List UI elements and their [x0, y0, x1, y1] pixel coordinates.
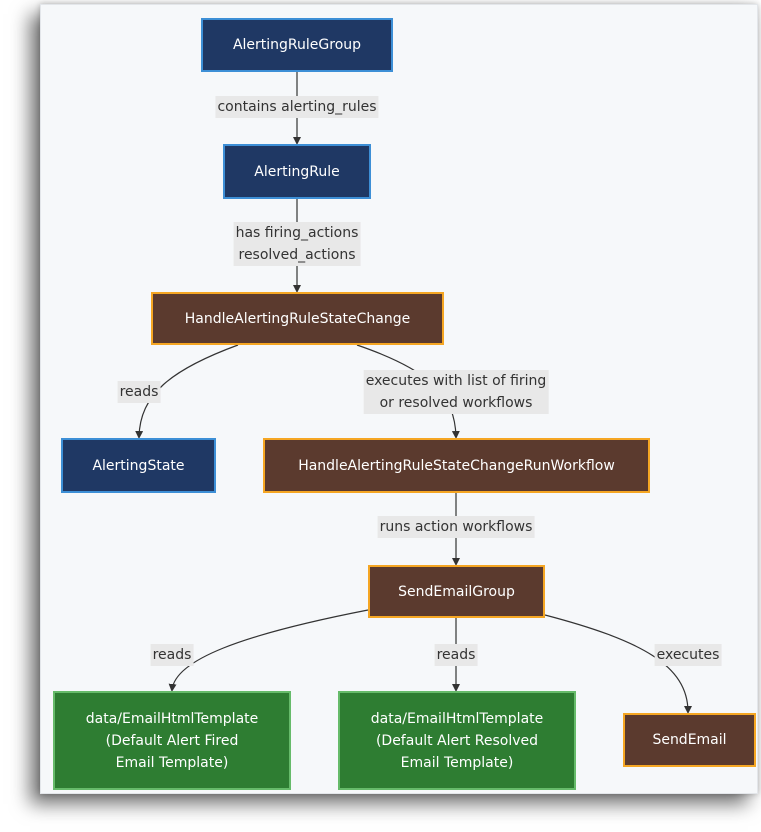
edge-label-executes-list: executes with list of firing or resolved…	[363, 370, 549, 414]
edge-label-contains: contains alerting_rules	[215, 96, 379, 118]
edge-label-reads-fired: reads	[150, 644, 194, 666]
node-template-fired: data/EmailHtmlTemplate (Default Alert Fi…	[53, 691, 291, 790]
edge-label-executes-send: executes	[654, 644, 722, 666]
node-handle-alerting-rule-state-change: HandleAlertingRuleStateChange	[151, 292, 444, 345]
edge-sendgroup-to-sendemail	[544, 614, 692, 714]
edge-handler-to-state	[135, 344, 239, 439]
node-template-resolved: data/EmailHtmlTemplate (Default Alert Re…	[338, 691, 576, 790]
edge-label-runs-workflows: runs action workflows	[377, 516, 535, 538]
node-handle-run-workflow: HandleAlertingRuleStateChangeRunWorkflow	[263, 438, 650, 493]
node-alerting-state: AlertingState	[61, 438, 216, 493]
edge-label-reads-resolved: reads	[434, 644, 478, 666]
node-alerting-rule-group: AlertingRuleGroup	[201, 18, 393, 72]
node-send-email: SendEmail	[623, 713, 756, 767]
edge-label-reads-state: reads	[117, 381, 161, 403]
edge-label-has-actions: has firing_actions resolved_actions	[233, 222, 361, 266]
node-send-email-group: SendEmailGroup	[368, 565, 545, 618]
edge-sendgroup-to-fired	[168, 609, 369, 692]
node-alerting-rule: AlertingRule	[223, 144, 371, 199]
